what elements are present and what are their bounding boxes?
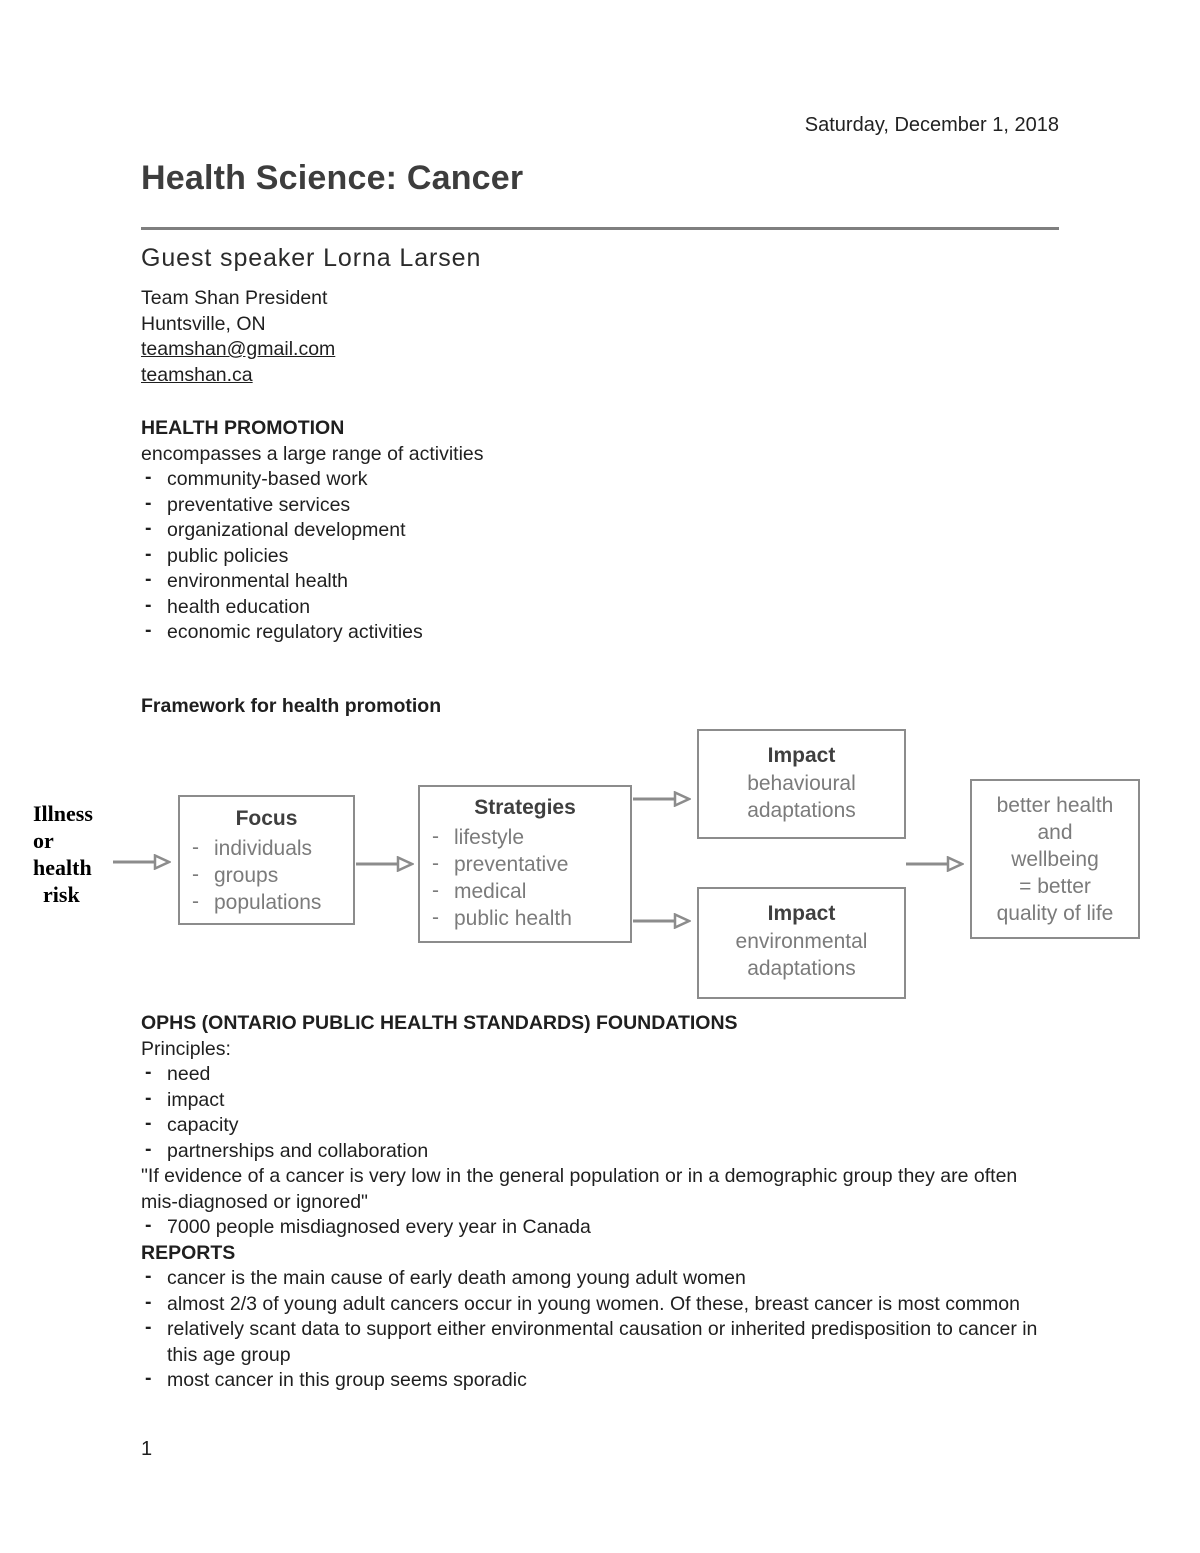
speaker-contact-block: Team Shan President Huntsville, ON teams…	[141, 286, 1059, 388]
list-item: populations	[180, 888, 353, 916]
framework-heading: Framework for health promotion	[141, 694, 442, 717]
reports-heading: REPORTS	[141, 1241, 236, 1264]
outcome-box: better health and wellbeing = better qua…	[970, 779, 1140, 939]
arrow-source-to-focus	[113, 854, 171, 870]
list-item: economic regulatory activities	[141, 618, 1059, 646]
document-date: Saturday, December 1, 2018	[804, 114, 1059, 136]
arrow-strategies-to-behavioural	[633, 791, 691, 807]
health-promotion-intro: encompasses a large range of activities	[141, 442, 484, 465]
list-item: community-based work	[141, 465, 1059, 493]
arrow-focus-to-strategies	[356, 856, 414, 872]
impact-behavioural-box: Impact behavioural adaptations	[697, 729, 906, 839]
speaker-location: Huntsville, ON	[141, 312, 266, 335]
focus-box-list: individuals groups populations	[180, 834, 353, 916]
health-promotion-list: community-based work preventative servic…	[141, 465, 1059, 646]
list-item: lifestyle	[420, 823, 630, 851]
list-item: cancer is the main cause of early death …	[141, 1264, 1059, 1292]
speaker-website-link[interactable]: teamshan.ca	[141, 363, 253, 386]
box-line: better health	[996, 794, 1114, 817]
label-line: health	[33, 855, 92, 880]
focus-box-title: Focus	[235, 807, 298, 830]
reports-list: cancer is the main cause of early death …	[141, 1264, 1059, 1394]
guest-speaker-heading: Guest speaker Lorna Larsen	[141, 244, 482, 272]
strategies-box-title: Strategies	[474, 796, 576, 819]
list-item: public health	[420, 904, 630, 932]
box-line: behavioural	[747, 772, 856, 795]
speaker-role: Team Shan President	[141, 287, 328, 309]
page-title: Health Science: Cancer	[141, 159, 524, 197]
ophs-heading: OPHS (ONTARIO PUBLIC HEALTH STANDARDS) F…	[141, 1012, 738, 1034]
box-line: environmental	[735, 930, 868, 953]
label-line: risk	[43, 882, 80, 907]
list-item: preventative	[420, 850, 630, 878]
impact-environmental-title: Impact	[767, 902, 836, 925]
list-item: individuals	[180, 834, 353, 862]
list-item: partnerships and collaboration	[141, 1137, 1059, 1165]
list-item: health education	[141, 593, 1059, 621]
ophs-quote: "If evidence of a cancer is very low in …	[141, 1165, 1018, 1213]
strategies-box: Strategies lifestyle preventative medica…	[418, 785, 632, 943]
box-line: quality of life	[996, 902, 1114, 925]
list-item: groups	[180, 861, 353, 889]
page-number: 1	[141, 1437, 153, 1460]
list-item: environmental health	[141, 567, 1059, 595]
illness-risk-label: Illness or health risk	[33, 800, 93, 908]
ophs-quote-list: 7000 people misdiagnosed every year in C…	[141, 1213, 1059, 1241]
label-line: Illness	[33, 801, 93, 826]
list-item: organizational development	[141, 516, 1059, 544]
impact-behavioural-title: Impact	[767, 744, 836, 767]
ophs-subheading: Principles:	[141, 1037, 231, 1060]
arrow-impacts-to-outcome	[906, 856, 964, 872]
list-item: most cancer in this group seems sporadic	[141, 1366, 1059, 1394]
box-line: = better	[1019, 875, 1091, 898]
title-divider	[141, 227, 1059, 230]
list-item: impact	[141, 1086, 1059, 1114]
ophs-principles-list: need impact capacity partnerships and co…	[141, 1060, 1059, 1165]
list-item: medical	[420, 877, 630, 905]
focus-box: Focus individuals groups populations	[178, 795, 355, 925]
strategies-box-list: lifestyle preventative medical public he…	[420, 823, 630, 932]
list-item: preventative services	[141, 491, 1059, 519]
list-item: relatively scant data to support either …	[141, 1315, 1059, 1368]
health-promotion-heading: HEALTH PROMOTION	[141, 417, 345, 439]
label-line: or	[33, 828, 54, 853]
list-item: public policies	[141, 542, 1059, 570]
list-item: need	[141, 1060, 1059, 1088]
speaker-email-link[interactable]: teamshan@gmail.com	[141, 338, 336, 360]
list-item: 7000 people misdiagnosed every year in C…	[141, 1213, 1059, 1241]
box-line: wellbeing	[1011, 848, 1099, 871]
list-item: almost 2/3 of young adult cancers occur …	[141, 1290, 1059, 1318]
box-line: adaptations	[747, 957, 856, 980]
framework-diagram: Illness or health risk Focus	[0, 727, 1200, 999]
box-line: and	[1037, 821, 1073, 844]
box-line: adaptations	[747, 799, 856, 822]
list-item: capacity	[141, 1111, 1059, 1139]
arrow-strategies-to-environmental	[633, 913, 691, 929]
impact-environmental-box: Impact environmental adaptations	[697, 887, 906, 999]
